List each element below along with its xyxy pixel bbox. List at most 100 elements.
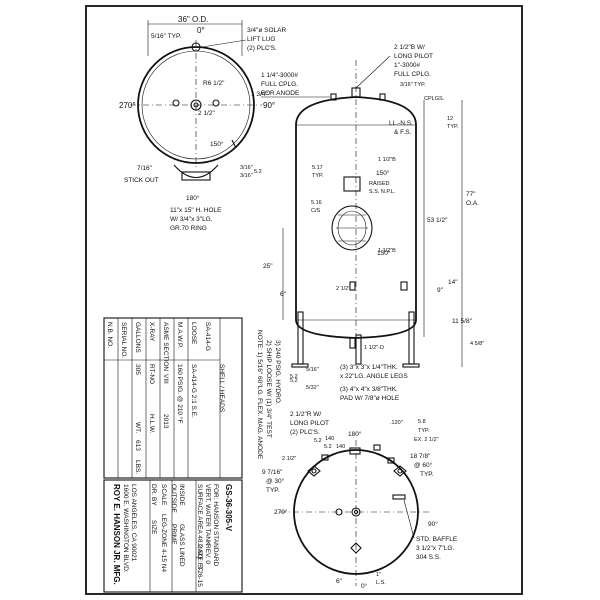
top-angle-270: 270° — [119, 101, 136, 110]
svg-text:LIFT LUG: LIFT LUG — [247, 36, 275, 43]
svg-text:FULL CPLG.: FULL CPLG. — [261, 81, 298, 88]
svg-text:(2) PLC'S.: (2) PLC'S. — [247, 45, 277, 52]
svg-text:(2) PLC'S.: (2) PLC'S. — [290, 429, 320, 436]
svg-text:1 3/4": 1 3/4" — [251, 91, 268, 98]
bottom-angle-0: 0° — [361, 582, 368, 590]
svg-text:11"x 15" H. HOLE: 11"x 15" H. HOLE — [170, 207, 222, 214]
leg-pad-3 — [350, 542, 362, 554]
svg-text:1 1/4"-3000#: 1 1/4"-3000# — [261, 72, 298, 79]
svg-text:H.L.W.: H.L.W. — [148, 414, 155, 434]
svg-text:1 1/2"B: 1 1/2"B — [378, 157, 396, 163]
svg-text:TYP.: TYP. — [447, 124, 459, 130]
svg-text:5/16": 5/16" — [306, 367, 319, 373]
svg-text:9": 9" — [437, 287, 444, 294]
svg-text:X-RAY: X-RAY — [148, 322, 155, 342]
svg-text:9 7/16": 9 7/16" — [262, 469, 283, 476]
svg-text:2 1/2": 2 1/2" — [282, 456, 296, 462]
svg-text:GALLONS: GALLONS — [134, 322, 141, 353]
svg-text:WT.: WT. — [134, 422, 141, 433]
svg-text:12: 12 — [447, 116, 453, 122]
svg-text:& F.S.: & F.S. — [394, 129, 412, 136]
svg-text:LOOSE: LOOSE — [190, 322, 197, 345]
svg-text:3/4"ø SOLAR: 3/4"ø SOLAR — [247, 27, 286, 34]
svg-text:5.2: 5.2 — [314, 438, 322, 444]
svg-text:FULL CPLG.: FULL CPLG. — [394, 71, 431, 78]
svg-text:GR.70 RING: GR.70 RING — [170, 225, 207, 232]
svg-text:2 1/2"B W/: 2 1/2"B W/ — [394, 44, 425, 51]
svg-text:SIZE: SIZE — [150, 520, 157, 535]
svg-text:FOR: HANSON STANDARD: FOR: HANSON STANDARD — [212, 484, 219, 567]
svg-text:5.2: 5.2 — [290, 378, 298, 384]
svg-text:5.16: 5.16 — [311, 200, 322, 206]
svg-text:(3) 3"x 3"x 1/4"THK.: (3) 3"x 3"x 1/4"THK. — [340, 364, 398, 371]
svg-text:6": 6" — [280, 291, 287, 298]
svg-text:R6 1/2": R6 1/2" — [203, 80, 225, 87]
svg-text:3 1/2"x 7"LG.: 3 1/2"x 7"LG. — [416, 545, 454, 552]
svg-text:SA-414-G: SA-414-G — [204, 322, 211, 351]
model-number: GS-36-305-V — [224, 484, 233, 532]
svg-text:5.8: 5.8 — [418, 419, 426, 425]
svg-text:TYP.: TYP. — [312, 173, 324, 179]
svg-text:LOS ANGELES, CA 90021: LOS ANGELES, CA 90021 — [130, 484, 137, 562]
svg-text:2 1/2": 2 1/2" — [198, 110, 215, 117]
svg-text:150°: 150° — [210, 140, 224, 148]
svg-text:C/S: C/S — [311, 208, 321, 214]
svg-text:1600 E. WASHINGTON BLVD.: 1600 E. WASHINGTON BLVD. — [122, 484, 129, 573]
svg-text:O.A.: O.A. — [466, 200, 479, 207]
raised-npl — [343, 176, 361, 192]
svg-text:140: 140 — [336, 444, 345, 450]
svg-text:150°: 150° — [377, 249, 391, 257]
svg-text:NOTE: 1) 5/16" 60°LG. FLEX. MA: NOTE: 1) 5/16" 60°LG. FLEX. MAG. ANODE — [256, 330, 264, 460]
top-angle-180: 180° — [186, 194, 200, 202]
svg-text:DATE: 3-26-15: DATE: 3-26-15 — [196, 544, 203, 587]
lift-lug — [191, 42, 201, 52]
svg-text:1 1/2"-D: 1 1/2"-D — [364, 345, 384, 351]
svg-text:STD. BAFFLE: STD. BAFFLE — [416, 536, 458, 543]
company-name: ROY E. HANSON JR. MFG. — [112, 484, 121, 585]
svg-text:3/16" TYP.: 3/16" TYP. — [400, 82, 426, 88]
svg-text:.120": .120" — [390, 420, 403, 426]
svg-text:SCALE: SCALE — [160, 484, 167, 506]
sheet-border — [85, 5, 523, 595]
svg-text:(3) 4"x 4"x 3/8"THK.: (3) 4"x 4"x 3/8"THK. — [340, 386, 398, 393]
svg-text:L.S.: L.S. — [376, 580, 386, 586]
spec-table: N.B. NO. SERIAL NO. GALLONS 305 X-RAY RT… — [103, 317, 243, 479]
svg-text:TYP.: TYP. — [418, 428, 430, 434]
svg-text:VIII: VIII — [162, 374, 169, 384]
svg-text:4 5/8": 4 5/8" — [470, 341, 484, 347]
svg-text:6": 6" — [336, 578, 343, 585]
svg-text:OUTSIDE: OUTSIDE — [170, 484, 177, 514]
svg-text:305: 305 — [134, 364, 141, 375]
side-view: 2 1/2"B W/ LONG PILOT 1 1/4"-3000# FULL … — [261, 44, 484, 402]
bottom-view: 2 1/2"R W/ LONG PILOT (2) PLC'S. 180° 27… — [262, 411, 458, 590]
svg-text:1 1/2"B: 1 1/2"B — [378, 248, 396, 254]
svg-text:140: 140 — [325, 436, 334, 442]
svg-text:7/16": 7/16" — [137, 165, 153, 172]
svg-text:PRIME: PRIME — [170, 524, 177, 545]
drain-coupling — [349, 337, 356, 349]
svg-text:M.A.W.P.: M.A.W.P. — [176, 322, 183, 348]
svg-text:SA-414-G 2:1 S.E.: SA-414-G 2:1 S.E. — [190, 364, 197, 418]
bottom-angle-90: 90° — [428, 520, 438, 528]
title-block: ROY E. HANSON JR. MFG. 1600 E. WASHINGTO… — [103, 479, 243, 593]
svg-text:2) SHIP LOOSE W/ (1) 3/4" TEST: 2) SHIP LOOSE W/ (1) 3/4" TEST — [265, 340, 272, 438]
svg-text:304 S.S.: 304 S.S. — [416, 554, 441, 561]
svg-text:5.2: 5.2 — [290, 374, 298, 380]
svg-text:5.2: 5.2 — [324, 444, 332, 450]
rotated-notes: NOTE: 1) 5/16" 60°LG. FLEX. MAG. ANODE 2… — [256, 330, 281, 460]
svg-text:2013: 2013 — [162, 414, 169, 429]
svg-text:@ 60°: @ 60° — [414, 461, 433, 469]
top-angle-90: 90° — [263, 101, 275, 110]
svg-text:S.S. N.P.L.: S.S. N.P.L. — [369, 189, 396, 195]
svg-text:ASME SECTION: ASME SECTION — [162, 322, 169, 371]
svg-text:53 1/2": 53 1/2" — [427, 217, 448, 224]
svg-text:2 1/2"R W/: 2 1/2"R W/ — [290, 411, 321, 418]
svg-text:160 PSIG. @ 210 °F: 160 PSIG. @ 210 °F — [176, 364, 184, 423]
top-view: 36" O.D. 5/16" TYP. 0° 3/4"ø SOLAR LIFT … — [119, 15, 286, 232]
svg-text:TYP.: TYP. — [420, 471, 434, 478]
svg-text:LBS.: LBS. — [134, 460, 141, 474]
svg-text:3/16": 3/16" — [240, 165, 253, 171]
svg-text:11 5/8": 11 5/8" — [452, 318, 473, 325]
svg-text:14": 14" — [448, 279, 458, 286]
